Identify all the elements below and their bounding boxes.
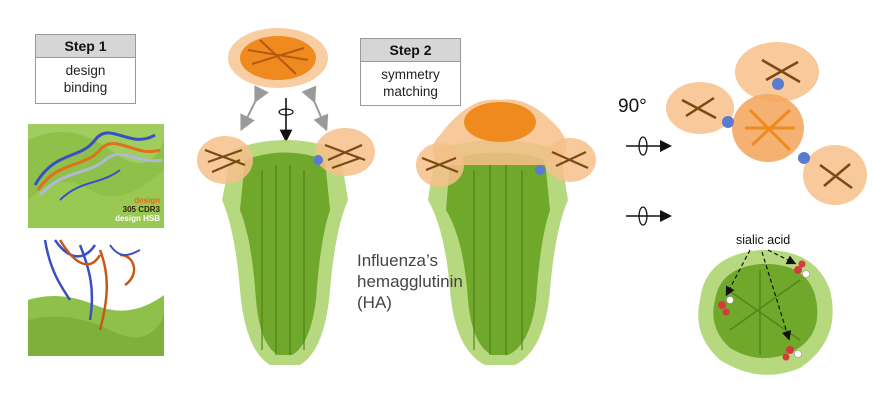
rotate-arrow-top <box>626 136 672 156</box>
step1-line1: design <box>65 63 106 78</box>
inset-legend: design 305 CDR3 design HSB <box>80 196 160 223</box>
sialic-acid-label: sialic acid <box>736 233 791 247</box>
step2-title: Step 2 <box>361 39 460 62</box>
ha-label-line1: Influenza’s <box>357 251 438 270</box>
binders-docked-complex <box>416 99 596 187</box>
inset-top <box>28 124 164 228</box>
step1-line2: binding <box>63 80 108 95</box>
ha-trimer-left <box>222 140 348 365</box>
inset-bottom <box>28 234 164 356</box>
rotate-arrow-bottom <box>626 206 672 226</box>
ha-label-line3: (HA) <box>357 293 392 312</box>
inset-legend-cdr3: 305 CDR3 <box>122 205 160 214</box>
rotation-label: 90° <box>618 96 647 117</box>
top-view-binder-trimer <box>666 42 867 205</box>
ha-trimer-right <box>428 140 568 365</box>
free-binder <box>228 28 328 88</box>
step1-description: design binding <box>36 58 135 96</box>
sialic-site-2 <box>718 296 734 316</box>
step2-box: Step 2 symmetry matching <box>360 38 461 106</box>
inset-legend-design: design <box>134 196 160 205</box>
step2-line1: symmetry <box>381 67 440 82</box>
sialic-site-1 <box>794 260 810 278</box>
step2-line2: matching <box>383 84 438 99</box>
step2-description: symmetry matching <box>361 62 460 100</box>
inset-legend-hsb: design HSB <box>115 214 160 223</box>
binders-left-docked <box>197 128 375 184</box>
top-view-ha-head <box>698 249 833 375</box>
ha-label-line2: hemagglutinin <box>357 272 463 291</box>
docking-arrows <box>240 85 329 143</box>
sialic-pointer-arrows <box>725 249 797 341</box>
step1-box: Step 1 design binding <box>35 34 136 104</box>
step1-title: Step 1 <box>36 35 135 58</box>
sialic-site-3 <box>782 346 802 361</box>
ha-label: Influenza’s hemagglutinin (HA) <box>357 250 463 313</box>
